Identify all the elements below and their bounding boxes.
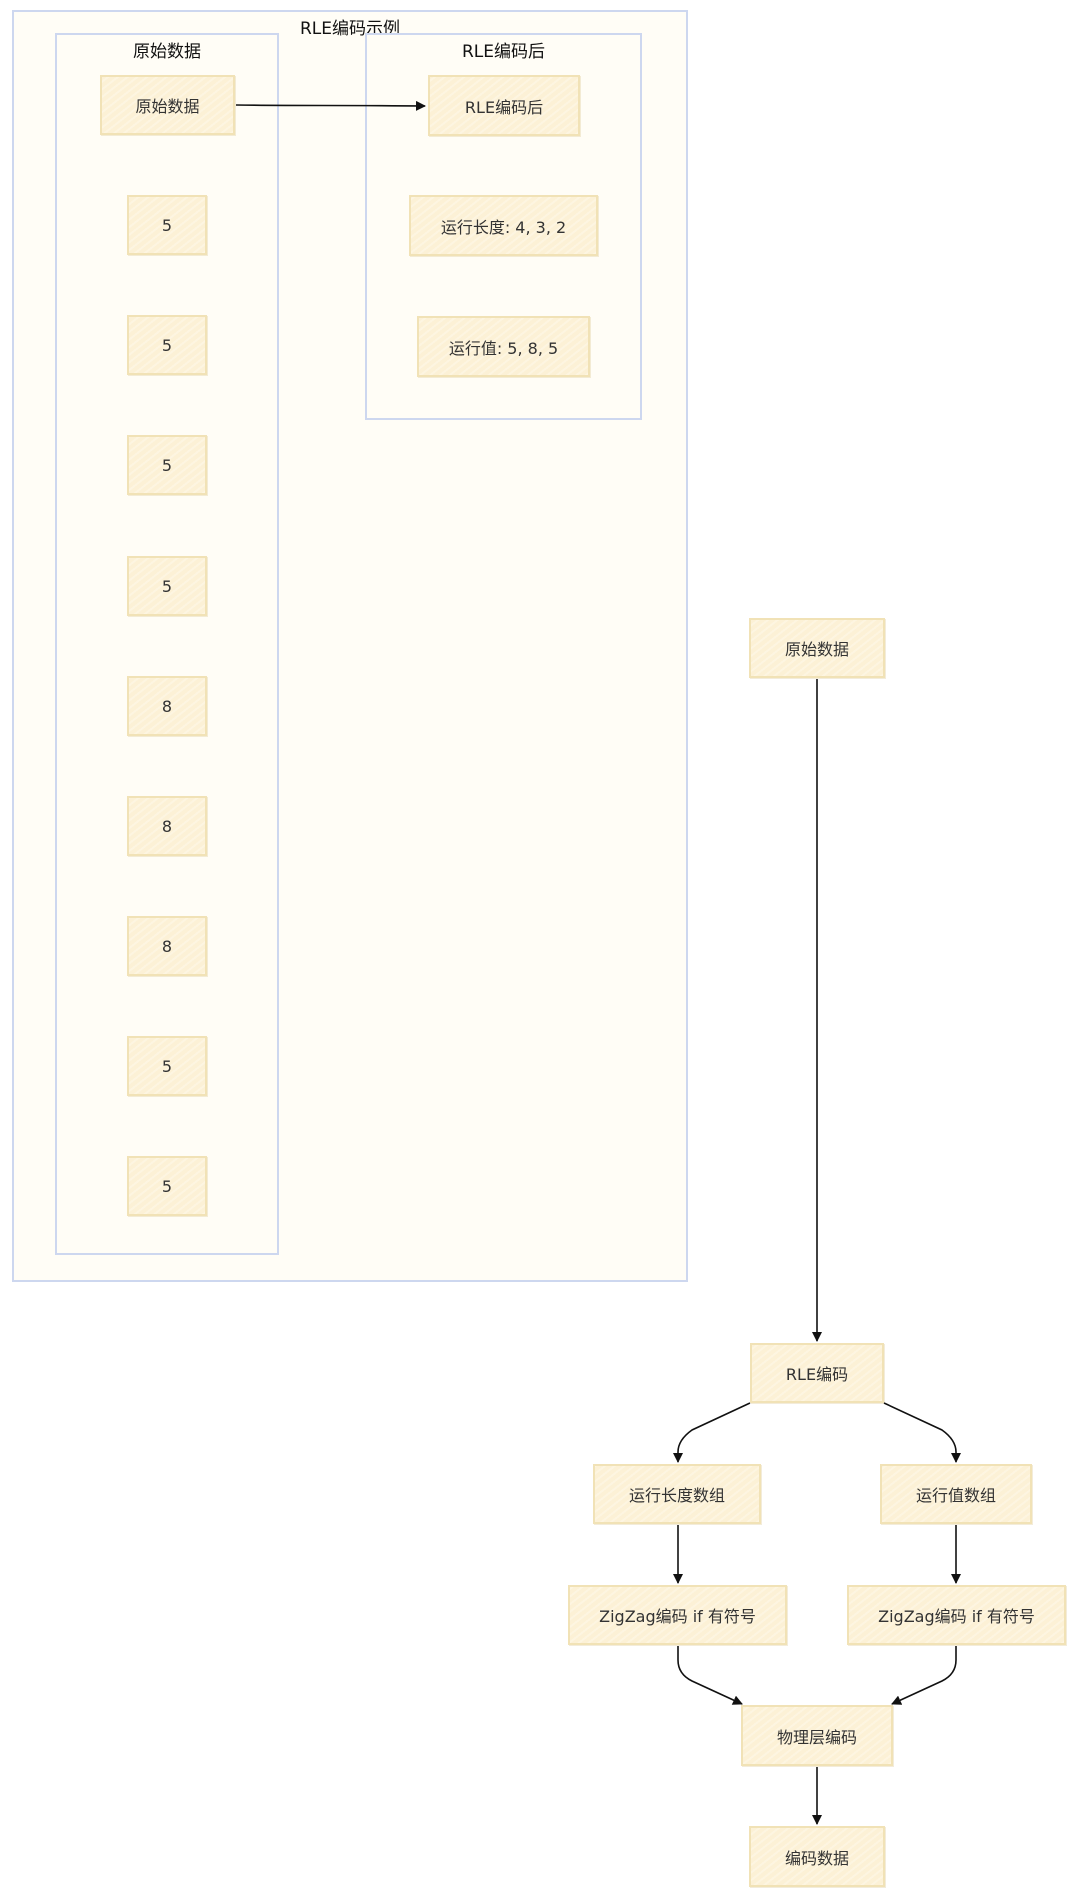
node-flow-values-array[interactable]: 运行值数组 bbox=[880, 1464, 1032, 1524]
node-raw-value[interactable]: 5 bbox=[127, 315, 207, 375]
node-flow-rle[interactable]: RLE编码 bbox=[750, 1343, 884, 1403]
node-flow-physical[interactable]: 物理层编码 bbox=[741, 1705, 893, 1766]
node-run-values[interactable]: 运行值: 5, 8, 5 bbox=[417, 316, 590, 377]
node-run-lengths[interactable]: 运行长度: 4, 3, 2 bbox=[409, 195, 598, 256]
node-raw-value[interactable]: 5 bbox=[127, 556, 207, 616]
cluster-title-raw-data: 原始数据 bbox=[133, 42, 201, 62]
edge-zigzag-right-to-physical bbox=[891, 1646, 957, 1705]
node-flow-zigzag-left[interactable]: ZigZag编码 if 有符号 bbox=[568, 1585, 787, 1645]
node-encoded-header[interactable]: RLE编码后 bbox=[428, 75, 580, 136]
node-flow-output[interactable]: 编码数据 bbox=[749, 1826, 885, 1887]
node-raw-value[interactable]: 5 bbox=[127, 435, 207, 495]
node-raw-value[interactable]: 8 bbox=[127, 676, 207, 736]
node-flow-source[interactable]: 原始数据 bbox=[749, 618, 885, 678]
node-flow-lengths-array[interactable]: 运行长度数组 bbox=[593, 1464, 761, 1524]
node-raw-value[interactable]: 5 bbox=[127, 1036, 207, 1096]
edge-rle-to-values bbox=[883, 1402, 961, 1463]
cluster-title-encoded: RLE编码后 bbox=[461, 42, 546, 62]
node-raw-value[interactable]: 8 bbox=[127, 796, 207, 856]
edge-rle-to-lengths bbox=[673, 1402, 751, 1463]
edge-zigzag-left-to-physical bbox=[677, 1646, 743, 1705]
node-raw-value[interactable]: 5 bbox=[127, 1156, 207, 1216]
node-raw-value[interactable]: 5 bbox=[127, 195, 207, 255]
node-raw-header[interactable]: 原始数据 bbox=[100, 75, 235, 135]
node-raw-value[interactable]: 8 bbox=[127, 916, 207, 976]
node-flow-zigzag-right[interactable]: ZigZag编码 if 有符号 bbox=[847, 1585, 1066, 1645]
